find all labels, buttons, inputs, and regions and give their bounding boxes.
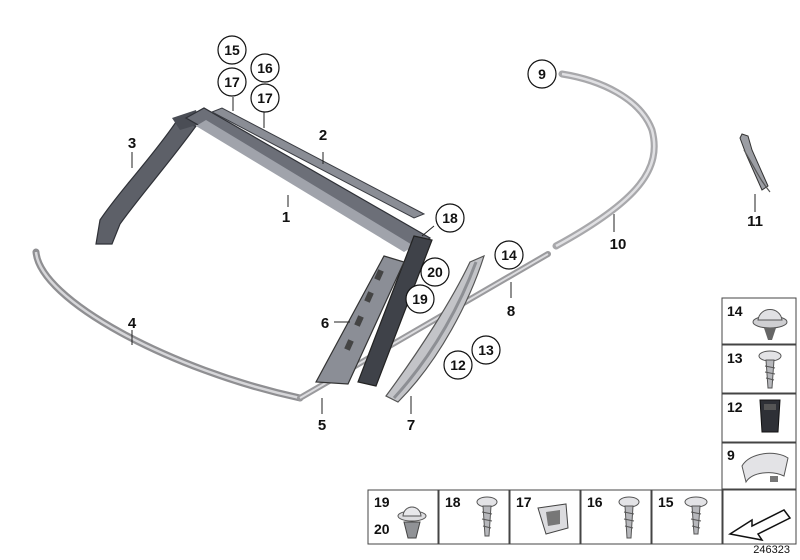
label-part-1: 1 xyxy=(282,209,290,226)
svg-text:9: 9 xyxy=(538,66,546,82)
end-cap-icon xyxy=(741,452,789,484)
callout-16: 16 xyxy=(250,53,280,83)
svg-text:12: 12 xyxy=(450,357,466,373)
callout-13: 13 xyxy=(471,335,501,365)
table-label-18: 18 xyxy=(445,494,461,510)
svg-text:17: 17 xyxy=(224,74,240,90)
parts-table-right: 14 13 12 9 xyxy=(721,297,797,490)
callout-14: 14 xyxy=(494,240,524,270)
reference-number: 246323 xyxy=(753,544,790,556)
part-1-frame xyxy=(184,107,432,249)
svg-text:14: 14 xyxy=(501,247,517,263)
screw-icon xyxy=(684,496,708,535)
label-part-5: 5 xyxy=(318,417,326,434)
callout-17-a: 17 xyxy=(217,67,247,97)
callout-17-b: 17 xyxy=(250,83,280,113)
table-label-17: 17 xyxy=(516,494,532,510)
part-7-cover xyxy=(385,254,485,403)
screw-icon xyxy=(476,496,498,537)
screw-icon xyxy=(758,350,782,389)
table-label-20: 20 xyxy=(374,521,390,537)
svg-text:16: 16 xyxy=(257,60,273,76)
direction-arrow-icon xyxy=(727,509,792,542)
callout-20: 20 xyxy=(420,257,450,287)
label-part-11: 11 xyxy=(747,213,763,230)
table-label-14: 14 xyxy=(727,303,743,319)
expanding-nut-icon xyxy=(759,399,781,433)
svg-text:13: 13 xyxy=(478,342,494,358)
label-part-8: 8 xyxy=(507,303,515,320)
table-label-13: 13 xyxy=(727,350,743,366)
table-label-15: 15 xyxy=(658,494,674,510)
svg-text:19: 19 xyxy=(412,291,428,307)
callout-19: 19 xyxy=(405,284,435,314)
screw-icon xyxy=(618,496,640,539)
part-4-moulding xyxy=(32,248,304,402)
table-label-16: 16 xyxy=(587,494,603,510)
label-part-7: 7 xyxy=(407,417,415,434)
label-part-4: 4 xyxy=(128,315,137,332)
part-10-moulding xyxy=(552,70,658,250)
svg-text:17: 17 xyxy=(257,90,273,106)
callout-15: 15 xyxy=(217,35,247,65)
part-3-rail xyxy=(95,121,198,245)
label-part-6: 6 xyxy=(321,315,329,332)
svg-text:20: 20 xyxy=(427,264,443,280)
part-11-clip xyxy=(739,133,769,191)
callout-9: 9 xyxy=(527,59,557,89)
clip-icon xyxy=(537,503,569,535)
label-part-2: 2 xyxy=(319,127,327,144)
callout-12: 12 xyxy=(443,350,473,380)
table-label-12: 12 xyxy=(727,399,743,415)
trim-clip-icon xyxy=(397,506,427,539)
svg-text:18: 18 xyxy=(442,210,458,226)
table-label-19: 19 xyxy=(374,494,390,510)
part-2-strip xyxy=(210,107,426,219)
a-pillar xyxy=(357,235,433,387)
label-part-3: 3 xyxy=(128,135,136,152)
parts-table-bottom: 19 20 18 17 16 15 xyxy=(367,489,797,545)
push-clip-icon xyxy=(752,309,788,340)
table-label-9: 9 xyxy=(727,447,735,463)
label-part-10: 10 xyxy=(610,236,627,253)
callout-18: 18 xyxy=(435,203,465,233)
svg-text:15: 15 xyxy=(224,42,240,58)
